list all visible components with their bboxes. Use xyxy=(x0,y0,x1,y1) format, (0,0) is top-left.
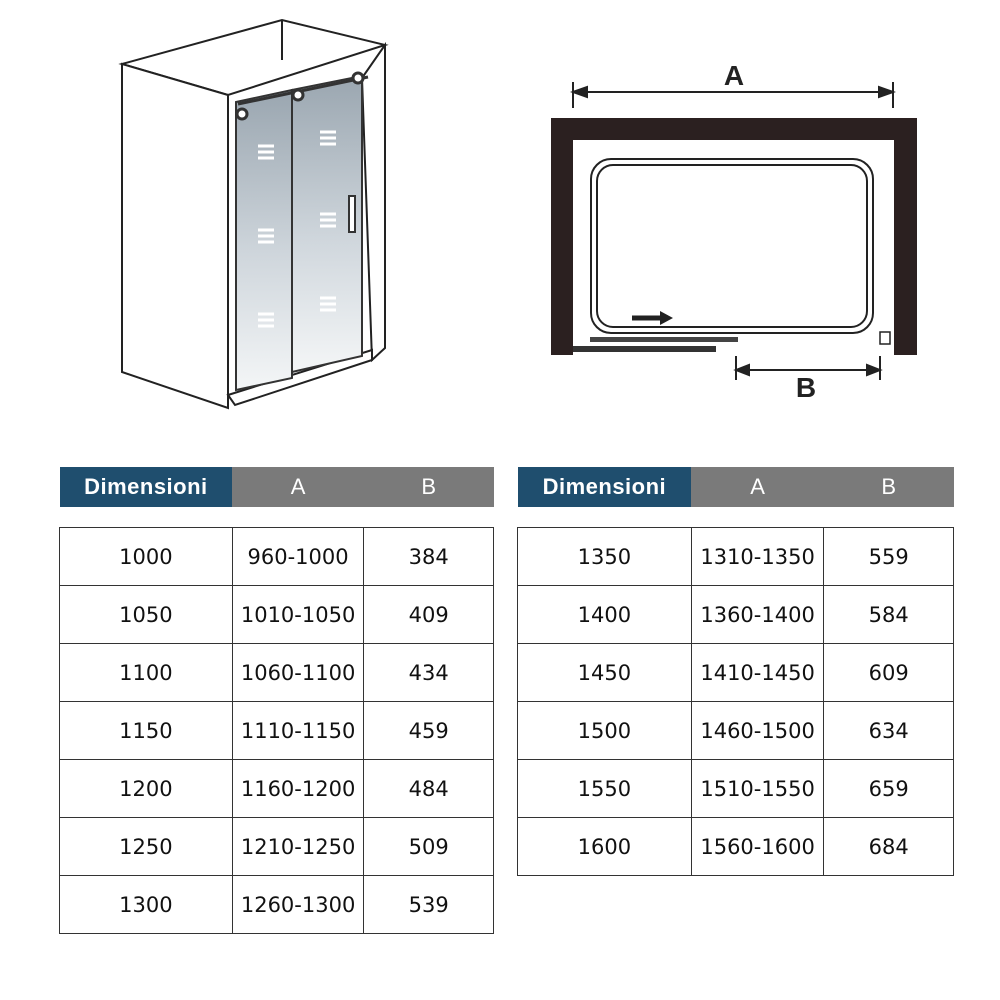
door-handle-icon xyxy=(348,195,356,233)
plan-glass-panels xyxy=(573,337,738,352)
cell-dimensioni: 1300 xyxy=(59,875,233,934)
enclosure-structure xyxy=(118,18,389,410)
cell-b: 559 xyxy=(823,527,954,586)
cell-dimensioni: 1600 xyxy=(517,817,692,876)
cell-dimensioni: 1000 xyxy=(59,527,233,586)
header-b: B xyxy=(823,467,954,507)
frosted-glass-marks xyxy=(258,130,336,328)
cell-a: 960-1000 xyxy=(231,527,365,586)
table-row: 1100 1060-1100 434 xyxy=(59,643,494,702)
cell-a: 1260-1300 xyxy=(231,875,365,934)
cell-b: 659 xyxy=(823,759,954,818)
header-a: A xyxy=(232,467,364,507)
dimension-a-label: A xyxy=(724,60,744,91)
dimension-a-line xyxy=(570,82,896,108)
cell-a: 1560-1600 xyxy=(690,817,825,876)
fixed-glass-panel xyxy=(235,88,293,392)
table-row: 1200 1160-1200 484 xyxy=(59,759,494,818)
header-a: A xyxy=(691,467,824,507)
cell-a: 1060-1100 xyxy=(231,643,365,702)
cell-b: 459 xyxy=(363,701,494,760)
table-row: 1600 1560-1600 684 xyxy=(517,817,954,876)
cell-b: 384 xyxy=(363,527,494,586)
cell-dimensioni: 1250 xyxy=(59,817,233,876)
wall-profile xyxy=(879,331,891,345)
table-row: 1350 1310-1350 559 xyxy=(517,527,954,586)
dimension-b-line xyxy=(733,356,883,380)
sliding-glass-panel xyxy=(291,74,363,374)
cell-b: 584 xyxy=(823,585,954,644)
table-row: 1250 1210-1250 509 xyxy=(59,817,494,876)
cell-b: 484 xyxy=(363,759,494,818)
table-row: 1000 960-1000 384 xyxy=(59,527,494,586)
cell-b: 684 xyxy=(823,817,954,876)
cell-a: 1010-1050 xyxy=(231,585,365,644)
table-header: Dimensioni A B xyxy=(517,467,954,507)
shower-enclosure-illustration xyxy=(118,18,389,410)
floor-plan-diagram: A B xyxy=(551,60,917,403)
cell-a: 1510-1550 xyxy=(690,759,825,818)
header-dimensioni: Dimensioni xyxy=(59,467,233,507)
cell-b: 509 xyxy=(363,817,494,876)
cell-dimensioni: 1050 xyxy=(59,585,233,644)
glass-panels xyxy=(235,74,363,392)
cell-a: 1360-1400 xyxy=(690,585,825,644)
cell-a: 1110-1150 xyxy=(231,701,365,760)
cell-a: 1160-1200 xyxy=(231,759,365,818)
cell-b: 539 xyxy=(363,875,494,934)
cell-dimensioni: 1150 xyxy=(59,701,233,760)
cell-a: 1410-1450 xyxy=(690,643,825,702)
cell-dimensioni: 1350 xyxy=(517,527,692,586)
cell-b: 434 xyxy=(363,643,494,702)
top-rail xyxy=(235,71,369,121)
table-row: 1400 1360-1400 584 xyxy=(517,585,954,644)
cell-dimensioni: 1400 xyxy=(517,585,692,644)
cell-a: 1310-1350 xyxy=(690,527,825,586)
cell-a: 1210-1250 xyxy=(231,817,365,876)
table-row: 1150 1110-1150 459 xyxy=(59,701,494,760)
cell-dimensioni: 1450 xyxy=(517,643,692,702)
table-row: 1450 1410-1450 609 xyxy=(517,643,954,702)
cell-a: 1460-1500 xyxy=(690,701,825,760)
dimension-b-label: B xyxy=(796,372,816,403)
table-row: 1550 1510-1550 659 xyxy=(517,759,954,818)
shower-tray xyxy=(590,158,874,334)
dimension-table-left: Dimensioni A B 1000 960-1000 384 1050 10… xyxy=(59,467,494,934)
cell-dimensioni: 1550 xyxy=(517,759,692,818)
slide-direction-arrow-icon xyxy=(632,311,673,325)
table-row: 1500 1460-1500 634 xyxy=(517,701,954,760)
cell-b: 609 xyxy=(823,643,954,702)
cell-b: 634 xyxy=(823,701,954,760)
cell-dimensioni: 1500 xyxy=(517,701,692,760)
cell-b: 409 xyxy=(363,585,494,644)
dimension-table-right: Dimensioni A B 1350 1310-1350 559 1400 1… xyxy=(517,467,954,876)
header-dimensioni: Dimensioni xyxy=(517,467,692,507)
table-row: 1050 1010-1050 409 xyxy=(59,585,494,644)
table-header: Dimensioni A B xyxy=(59,467,494,507)
cell-dimensioni: 1200 xyxy=(59,759,233,818)
cell-dimensioni: 1100 xyxy=(59,643,233,702)
table-row: 1300 1260-1300 539 xyxy=(59,875,494,934)
header-b: B xyxy=(363,467,494,507)
